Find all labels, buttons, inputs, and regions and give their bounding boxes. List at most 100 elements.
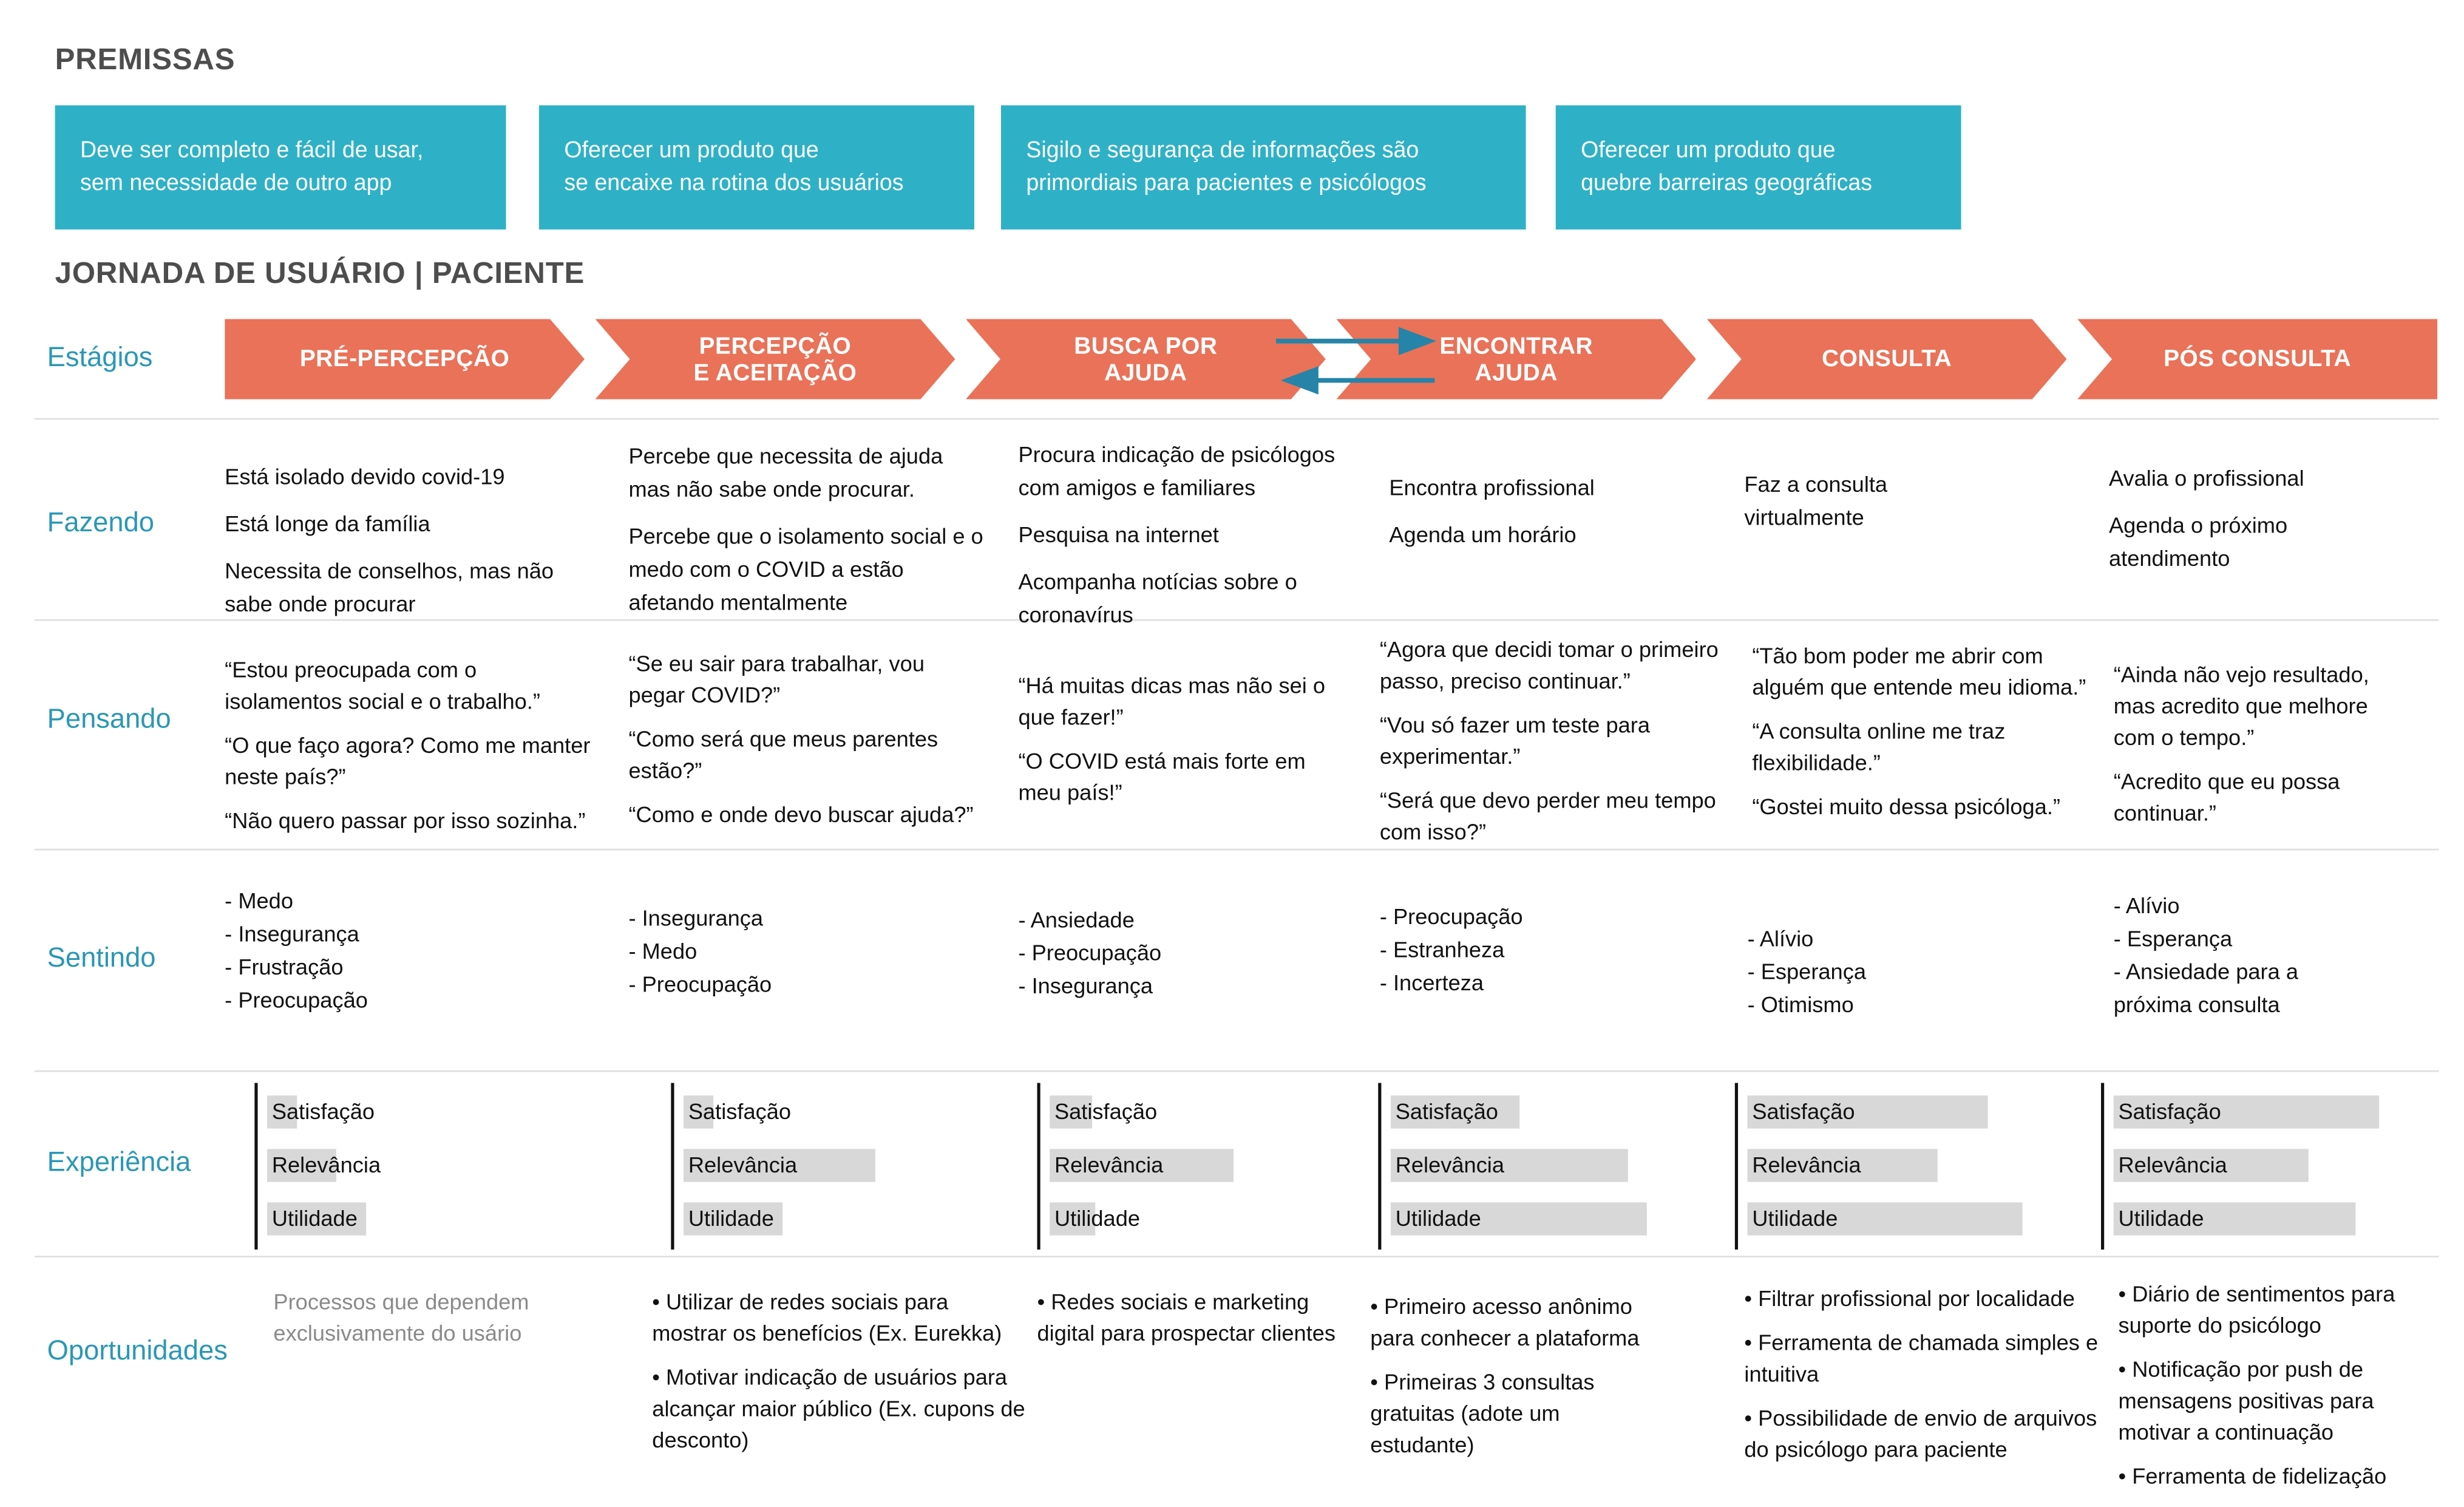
experience-column-pre-percepcao: Satisfação Relevância Utilidade (254, 1083, 605, 1250)
row-label-experiencia: Experiência (47, 1146, 191, 1177)
bar-fill (267, 1149, 336, 1182)
fazendo-item: Avalia o profissional (2108, 465, 2304, 491)
experience-bar-satisfacao: Satisfação (1747, 1095, 2086, 1129)
stage-chevron-pos-consulta: PÓS CONSULTA (2077, 319, 2437, 400)
cell-fazendo-busca: Procura indicação de psicólogos com amig… (1018, 438, 1371, 646)
bar-fill (267, 1095, 297, 1129)
bar-fill (1050, 1149, 1234, 1182)
experience-bar-utilidade: Utilidade (2113, 1202, 2452, 1236)
forward-arrow-icon (1275, 327, 1437, 356)
stage-chevron-encontrar-ajuda: ENCONTRAR AJUDA (1336, 319, 1696, 399)
pensando-quote: “Se eu sair para trabalhar, vou pegar CO… (628, 650, 925, 707)
experience-bar-relevancia: Relevância (2113, 1149, 2452, 1182)
bar-label: Utilidade (1395, 1205, 1481, 1231)
pensando-quote: “Tão bom poder me abrir com alguém que e… (1752, 642, 2086, 699)
cell-sentindo-pre-percepcao: - Medo- Insegurança- Frustração- Preocup… (225, 885, 578, 1016)
separator (34, 848, 2439, 851)
pensando-quote: “Vou só fazer um teste para experimentar… (1379, 712, 1651, 769)
bar-label: Satisfação (688, 1098, 792, 1124)
sentindo-item: - Insegurança (1018, 973, 1153, 998)
bar-fill (267, 1202, 367, 1236)
separator (34, 418, 2439, 420)
cell-pensando-percepcao: “Se eu sair para trabalhar, vou pegar CO… (628, 648, 982, 843)
sentindo-item: - Esperança (1747, 959, 1866, 984)
fazendo-item: Procura indicação de psicólogos com amig… (1018, 441, 1336, 500)
sentindo-item: - Estranheza (1379, 936, 1505, 962)
premise-box-1: Deve ser completo e fácil de usar, sem n… (55, 105, 506, 230)
bar-fill (2113, 1202, 2356, 1236)
bar-label: Relevância (688, 1152, 798, 1177)
sentindo-item: - Preocupação (1018, 940, 1162, 965)
sentindo-item: - Medo (225, 888, 293, 914)
bar-fill (684, 1095, 714, 1129)
cell-oportunidades-consulta: • Filtrar profissional por localidade• F… (1744, 1282, 2118, 1477)
bar-fill (1747, 1149, 1938, 1182)
fazendo-item: Percebe que o isolamento social e o medo… (628, 523, 983, 615)
bar-fill (1050, 1202, 1096, 1236)
fazendo-item: Acompanha notícias sobre o coronavírus (1018, 569, 1297, 627)
oportunidade-item: • Utilizar de redes sociais para mostrar… (652, 1288, 1002, 1345)
sentindo-item: - Preocupação (225, 987, 368, 1013)
fazendo-item: Está longe da família (225, 511, 430, 536)
experience-bar-relevancia: Relevância (684, 1149, 1022, 1182)
sentindo-item: - Otimismo (1747, 992, 1854, 1017)
separator (34, 1070, 2439, 1072)
sentindo-item: - Incerteza (1379, 970, 1484, 995)
pensando-quote: “Gostei muito dessa psicóloga.” (1752, 794, 2060, 819)
stage-chevron-consulta: CONSULTA (1707, 319, 2067, 399)
bar-fill (1390, 1149, 1628, 1182)
experience-bar-utilidade: Utilidade (1390, 1202, 1729, 1236)
bar-fill (684, 1149, 875, 1182)
oportunidade-item: • Redes sociais e marketing digital para… (1037, 1288, 1336, 1345)
stage-chevron-pre-percepcao: PRÉ-PERCEPÇÃO (225, 319, 585, 399)
experience-bar-utilidade: Utilidade (1050, 1202, 1388, 1236)
experience-bar-utilidade: Utilidade (684, 1202, 1022, 1236)
row-label-fazendo: Fazendo (47, 506, 154, 538)
pensando-quote: “O COVID está mais forte em meu país!” (1018, 748, 1306, 805)
cell-sentindo-encontrar: - Preocupação- Estranheza- Incerteza (1380, 900, 1733, 999)
bar-label: Utilidade (1054, 1205, 1141, 1231)
pensando-quote: “Como será que meus parentes estão?” (628, 726, 938, 783)
pensando-quote: “Há muitas dicas mas não sei o que fazer… (1018, 672, 1326, 730)
cell-fazendo-percepcao: Percebe que necessita de ajuda mas não s… (628, 440, 986, 633)
cell-pensando-pos-consulta: “Ainda não vejo resultado, mas acredito … (2114, 659, 2412, 841)
separator (34, 1256, 2439, 1257)
sentindo-item: - Insegurança (225, 920, 359, 947)
cell-sentindo-consulta: - Alívio- Esperança- Otimismo (1748, 923, 2101, 1022)
premise-box-3: Sigilo e segurança de informações são pr… (1000, 105, 1526, 230)
experience-column-percepcao: Satisfação Relevância Utilidade (671, 1083, 1021, 1250)
fazendo-item: Percebe que necessita de ajuda mas não s… (628, 443, 943, 502)
fazendo-item: Faz a consulta virtualmente (1744, 471, 1888, 530)
journey-title: JORNADA DE USUÁRIO | PACIENTE (55, 257, 585, 291)
cell-oportunidades-pos-consulta: • Diário de sentimentos para suporte do … (2119, 1278, 2433, 1505)
premise-box-2: Oferecer um produto que se encaixe na ro… (538, 105, 974, 230)
bar-label: Relevância (1054, 1152, 1164, 1177)
row-label-pensando: Pensando (47, 702, 171, 734)
experience-column-consulta: Satisfação Relevância Utilidade (1734, 1083, 2086, 1250)
bar-label: Relevância (2118, 1152, 2227, 1177)
experience-bar-relevancia: Relevância (1050, 1149, 1388, 1182)
experience-bar-satisfacao: Satisfação (267, 1095, 605, 1129)
pensando-quote: “Acredito que eu possa continuar.” (2113, 768, 2340, 826)
cell-oportunidades-pre-percepcao: Processos que dependem exclusivamente do… (273, 1286, 572, 1361)
fazendo-item: Necessita de conselhos, mas não sabe ond… (225, 557, 554, 616)
bar-fill (2113, 1149, 2309, 1182)
bar-label: Relevância (1395, 1152, 1505, 1177)
oportunidade-item: • Ferramenta de chamada simples e intuit… (1744, 1329, 2099, 1387)
bar-label: Utilidade (271, 1205, 358, 1231)
cell-pensando-pre-percepcao: “Estou preocupada com o isolamentos soci… (225, 654, 594, 849)
experience-column-busca: Satisfação Relevância Utilidade (1037, 1083, 1388, 1250)
bar-fill (1390, 1202, 1647, 1236)
bar-label: Utilidade (2118, 1205, 2204, 1231)
pensando-quote: “Não quero passar por isso sozinha.” (225, 808, 586, 833)
cell-pensando-busca: “Há muitas dicas mas não sei o que fazer… (1018, 670, 1348, 821)
cell-pensando-consulta: “Tão bom poder me abrir com alguém que e… (1752, 640, 2090, 835)
oportunidade-item: • Diário de sentimentos para suporte do … (2118, 1281, 2395, 1338)
cell-oportunidades-encontrar: • Primeiro acesso anônimo para conhecer … (1370, 1290, 1669, 1472)
pensando-quote: “A consulta online me traz flexibilidade… (1752, 718, 2006, 775)
sentindo-item: - Esperança (2113, 925, 2233, 951)
sentindo-item: - Medo (628, 938, 697, 964)
row-label-estagios: Estágios (47, 341, 153, 373)
